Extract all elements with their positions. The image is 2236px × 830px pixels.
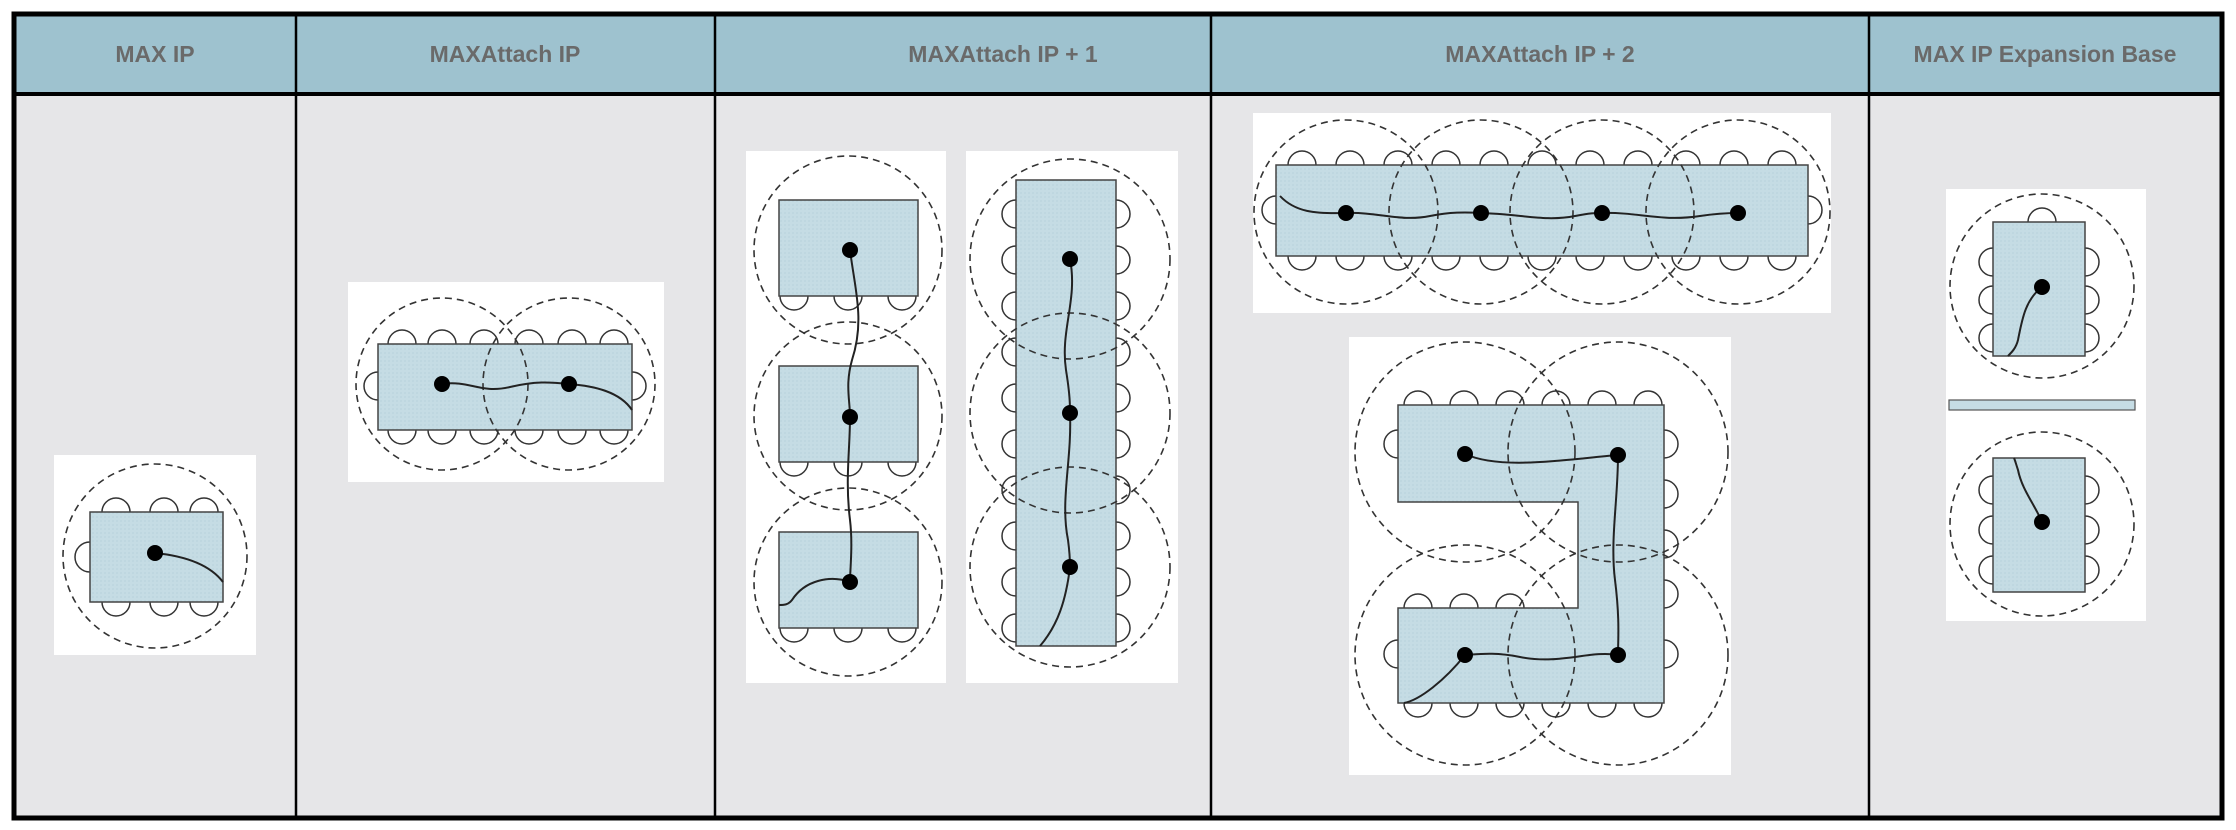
diagram-max-ip-expansion-base: [1946, 189, 2146, 621]
diagram-maxattach-ip-plus-1-separate-tables: [746, 151, 946, 683]
microphone-dot-icon: [1457, 647, 1473, 663]
header-row-background: [14, 14, 2222, 94]
chair-icon: [74, 497, 219, 617]
pickup-range-circle-icon: [753, 487, 943, 677]
pickup-range-circle-icon: [1509, 119, 1695, 305]
conference-table: [1275, 164, 1809, 257]
microphone-dot-icon: [842, 242, 858, 258]
header-maxattach-ip-plus-1: MAXAttach IP + 1: [908, 41, 1098, 67]
microphone-dot-icon: [2034, 279, 2050, 295]
diagram-maxattach-ip-plus-1-long-table: [966, 151, 1178, 683]
microphone-dot-icon: [1338, 205, 1354, 221]
diagram-maxattach-ip-plus-2-u-table: [1349, 337, 1731, 775]
pickup-range-circle-icon: [1354, 544, 1576, 766]
daisy-chain-cable-icon: [778, 249, 860, 606]
pickup-range-circle-icon: [969, 158, 1171, 360]
table-grid: [11, 11, 2225, 821]
pickup-range-circle-icon: [1507, 341, 1729, 563]
pickup-range-circle-icon: [1949, 193, 2135, 379]
pickup-range-circle-icon: [62, 463, 248, 649]
microphone-dot-icon: [2034, 514, 2050, 530]
microphone-dot-icon: [1062, 405, 1078, 421]
microphone-dot-icon: [1062, 251, 1078, 267]
header-max-ip-expansion-base: MAX IP Expansion Base: [1914, 41, 2177, 67]
diagram-max-ip: [54, 455, 256, 655]
chair-icon: [363, 329, 647, 445]
daisy-chain-cable-icon: [2013, 457, 2043, 523]
microphone-dot-icon: [842, 574, 858, 590]
conference-table: [1397, 404, 1665, 704]
microphone-dot-icon: [842, 409, 858, 425]
daisy-chain-cable-icon: [2007, 286, 2043, 357]
microphone-dot-icon: [561, 376, 577, 392]
daisy-chain-cable-icon: [154, 552, 224, 583]
pickup-range-circle-icon: [1507, 544, 1729, 766]
pickup-range-circle-icon: [482, 297, 656, 471]
expansion-base-bar: [1948, 399, 2136, 411]
microphone-dot-icon: [1610, 447, 1626, 463]
diagram-maxattach-ip-plus-2-long-table: [1253, 113, 1831, 313]
microphone-dot-icon: [1062, 559, 1078, 575]
diagram-maxattach-ip: [348, 282, 664, 482]
microphone-dot-icon: [434, 376, 450, 392]
pickup-range-circle-icon: [1354, 341, 1576, 563]
pickup-range-circle-icon: [753, 155, 943, 345]
daisy-chain-cable-icon: [441, 381, 633, 411]
pickup-range-circle-icon: [1645, 119, 1831, 305]
microphone-dot-icon: [1594, 205, 1610, 221]
daisy-chain-cable-icon: [1279, 195, 1739, 220]
chair-icon: [1261, 150, 1823, 271]
microphone-dot-icon: [1730, 205, 1746, 221]
chair-icon: [1001, 199, 1131, 643]
pickup-range-circle-icon: [1253, 119, 1439, 305]
microphone-dot-icon: [1473, 205, 1489, 221]
chair-icon: [1383, 390, 1679, 718]
header-maxattach-ip-plus-2: MAXAttach IP + 2: [1445, 41, 1634, 67]
microphone-dot-icon: [147, 545, 163, 561]
pickup-range-circle-icon: [1949, 431, 2135, 617]
header-maxattach-ip: MAXAttach IP: [430, 41, 581, 67]
chair-icon: [1978, 207, 2100, 585]
header-max-ip: MAX IP: [115, 41, 194, 67]
pickup-range-circle-icon: [969, 466, 1171, 668]
daisy-chain-cable-icon: [1039, 258, 1074, 647]
microphone-dot-icon: [1610, 647, 1626, 663]
pickup-range-circle-icon: [1388, 119, 1574, 305]
microphone-dot-icon: [1457, 446, 1473, 462]
